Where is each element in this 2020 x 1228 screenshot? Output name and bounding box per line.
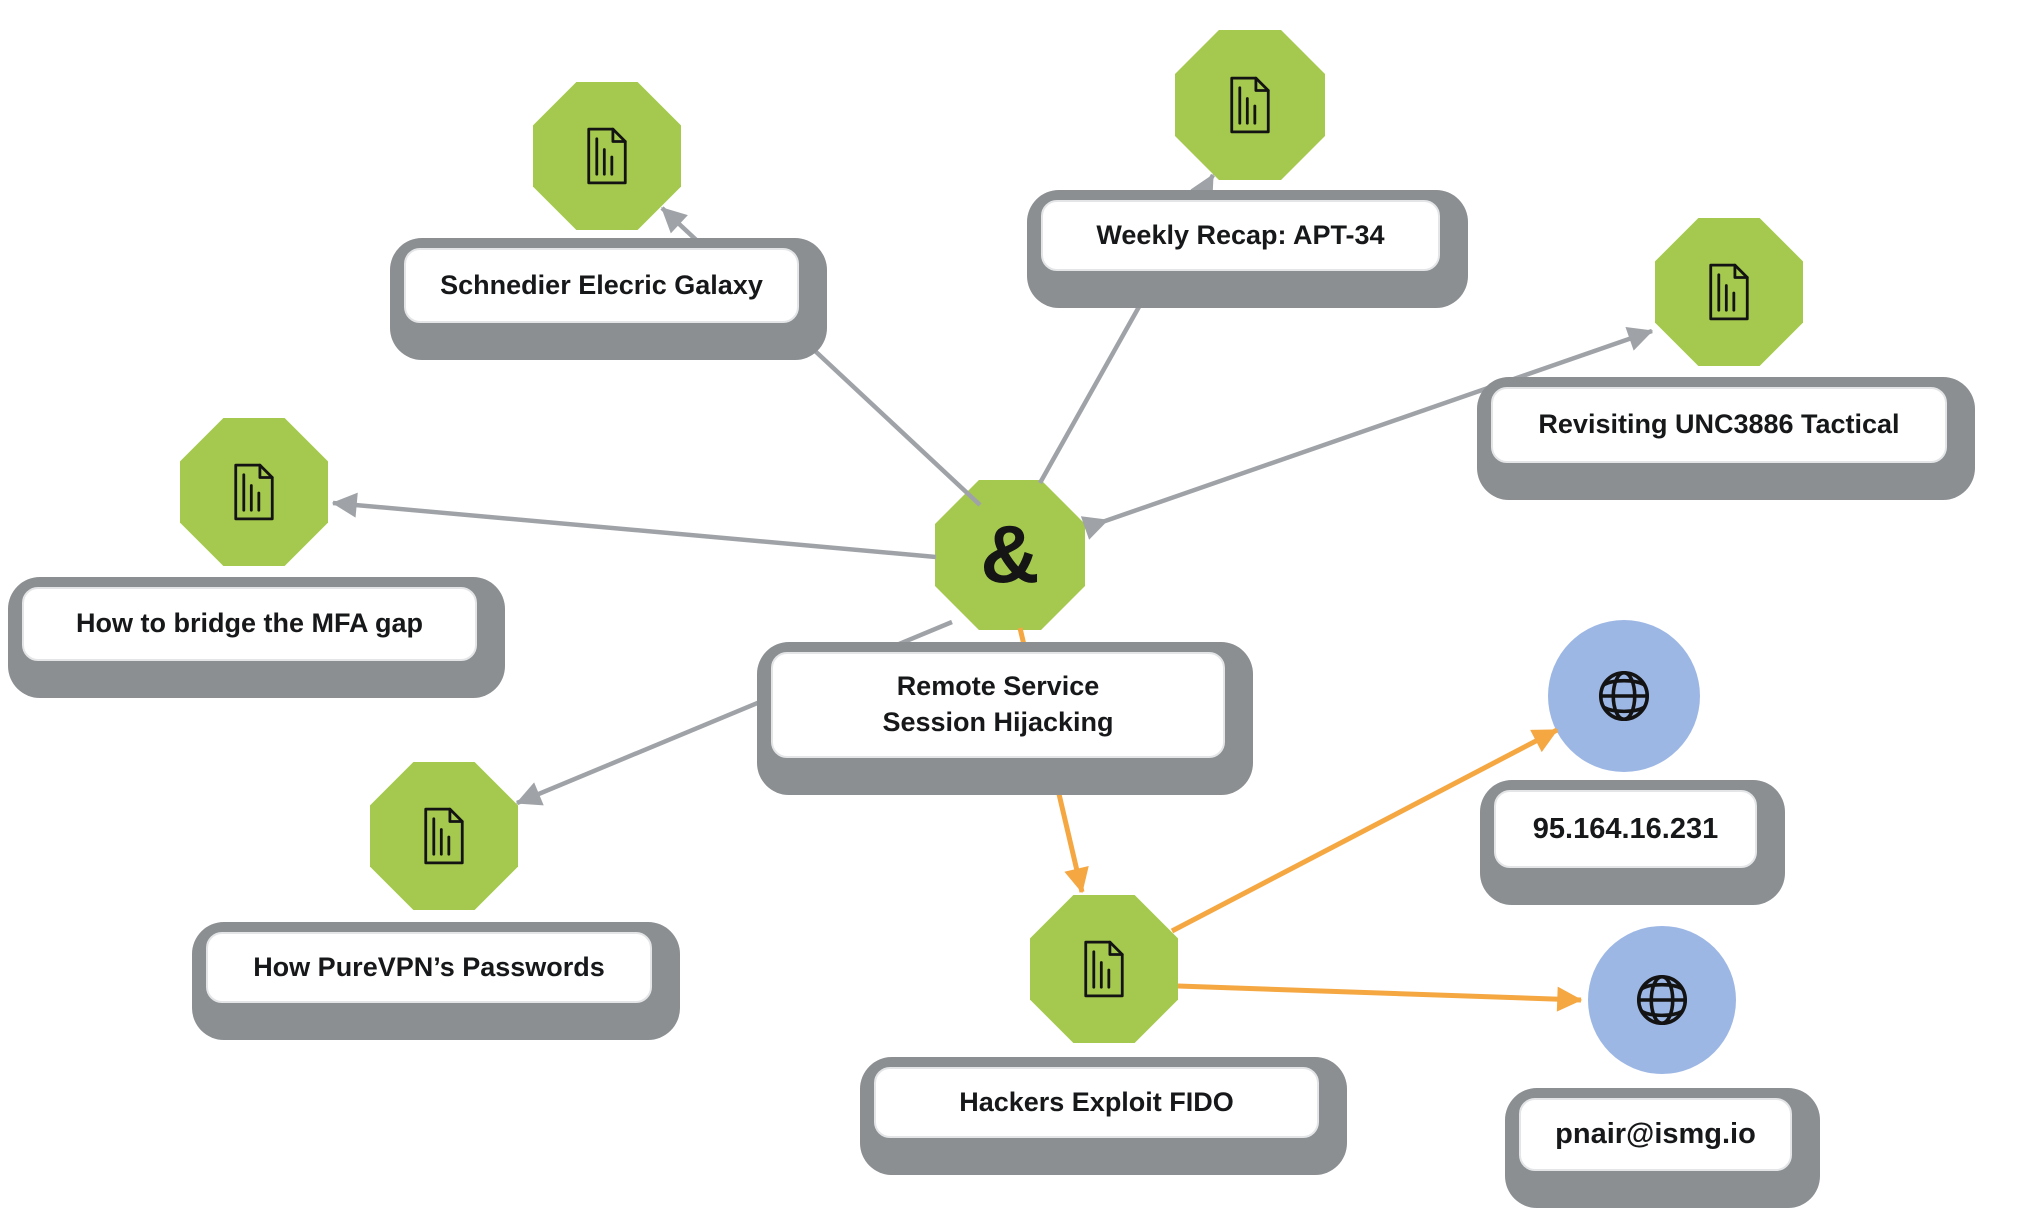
label-revisiting: Revisiting UNC3886 Tactical (1477, 377, 1975, 500)
label-email-text: pnair@ismg.io (1555, 1118, 1756, 1151)
node-indicator-ip[interactable] (1548, 620, 1700, 772)
edge-operator-to-mfa (331, 492, 937, 560)
document-icon (1709, 263, 1749, 321)
globe-icon (1636, 974, 1688, 1026)
label-mfa-text: How to bridge the MFA gap (76, 608, 423, 639)
label-operator: Remote Service Session Hijacking (757, 642, 1253, 795)
label-purevpn: How PureVPN’s Passwords (192, 922, 680, 1040)
label-ip-text: 95.164.16.231 (1532, 812, 1719, 845)
document-icon (424, 807, 464, 865)
label-fido-text: Hackers Exploit FIDO (959, 1086, 1234, 1117)
node-article-weekly[interactable] (1175, 30, 1325, 180)
node-article-revisiting[interactable] (1655, 218, 1803, 366)
label-revisiting-text: Revisiting UNC3886 Tactical (1538, 409, 1900, 440)
label-weekly: Weekly Recap: APT-34 (1027, 190, 1468, 308)
label-purevpn-card[interactable]: How PureVPN’s Passwords (206, 932, 652, 1003)
label-email: pnair@ismg.io (1505, 1088, 1820, 1208)
label-ip-card[interactable]: 95.164.16.231 (1494, 790, 1757, 868)
label-schnedier: Schnedier Elecric Galaxy (390, 238, 827, 360)
document-icon (1084, 940, 1124, 998)
document-icon (587, 127, 627, 185)
label-fido-card[interactable]: Hackers Exploit FIDO (874, 1067, 1319, 1138)
label-mfa-card[interactable]: How to bridge the MFA gap (22, 587, 477, 661)
edge-fido-to-ip (1170, 727, 1559, 934)
globe-icon (1598, 670, 1650, 722)
node-indicator-email[interactable] (1588, 926, 1736, 1074)
node-article-schnedier[interactable] (533, 82, 681, 230)
label-operator-text: Remote Service Session Hijacking (882, 671, 1114, 737)
node-and-operator[interactable]: & (935, 480, 1085, 630)
edge-operator-to-revisiting (1080, 326, 1654, 540)
label-weekly-card[interactable]: Weekly Recap: APT-34 (1041, 200, 1440, 271)
label-schnedier-card[interactable]: Schnedier Elecric Galaxy (404, 248, 799, 323)
document-icon (234, 463, 274, 521)
node-article-mfa[interactable] (180, 418, 328, 566)
edge-fido-to-email (1177, 983, 1583, 1012)
label-purevpn-text: How PureVPN’s Passwords (253, 951, 605, 982)
label-operator-card[interactable]: Remote Service Session Hijacking (771, 652, 1225, 758)
node-article-fido[interactable] (1030, 895, 1178, 1043)
label-mfa: How to bridge the MFA gap (8, 577, 505, 698)
label-fido: Hackers Exploit FIDO (860, 1057, 1347, 1175)
document-icon (1230, 76, 1270, 134)
label-weekly-text: Weekly Recap: APT-34 (1096, 219, 1385, 250)
and-operator-symbol: & (980, 509, 1040, 600)
label-ip: 95.164.16.231 (1480, 780, 1785, 905)
node-article-purevpn[interactable] (370, 762, 518, 910)
label-revisiting-card[interactable]: Revisiting UNC3886 Tactical (1491, 387, 1947, 463)
label-email-card[interactable]: pnair@ismg.io (1519, 1098, 1792, 1171)
label-schnedier-text: Schnedier Elecric Galaxy (440, 269, 763, 300)
